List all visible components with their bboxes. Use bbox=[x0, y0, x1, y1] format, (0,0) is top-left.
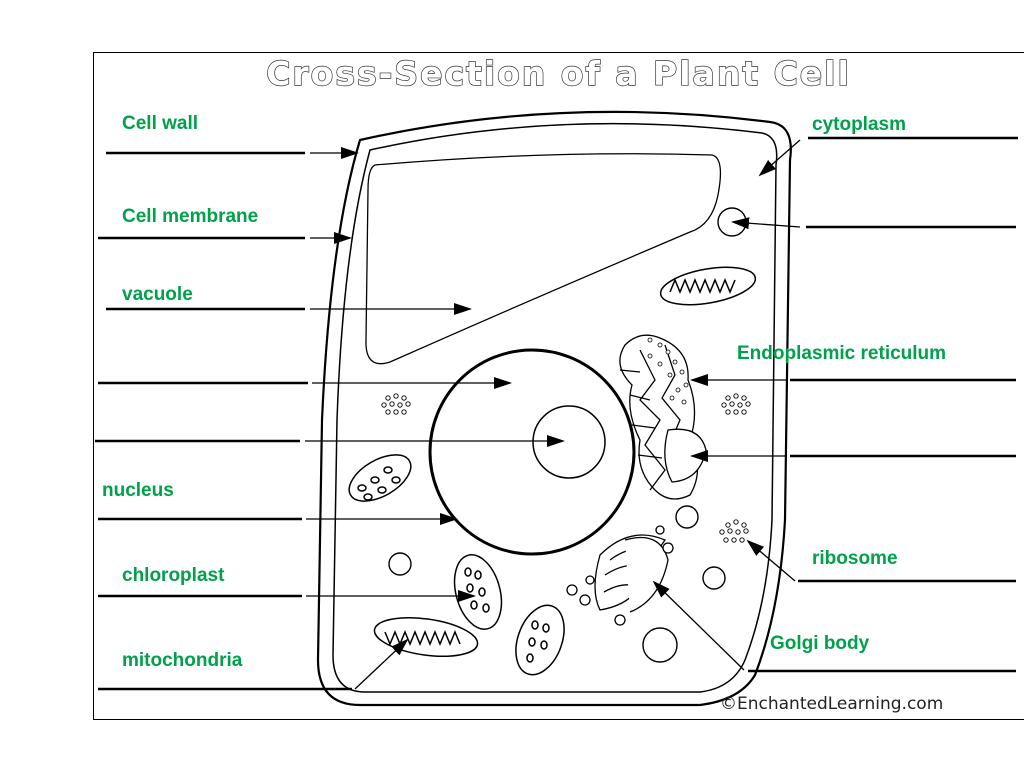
chloroplast-shape bbox=[453, 554, 503, 630]
vacuole-shape bbox=[365, 153, 722, 365]
golgi-body-shape bbox=[566, 525, 674, 626]
cell-wall-outline bbox=[316, 110, 792, 707]
vesicle-shapes bbox=[388, 207, 747, 663]
label-cytoplasm: cytoplasm bbox=[812, 114, 906, 135]
chloroplast-shape bbox=[348, 454, 412, 502]
diagram-title-wrap: Cross-Section of a Plant Cell bbox=[93, 53, 1024, 93]
label-endoplasmic-reticulum: Endoplasmic reticulum bbox=[737, 343, 947, 364]
endoplasmic-reticulum-shape bbox=[619, 334, 707, 500]
label-cell-wall: Cell wall bbox=[122, 113, 199, 134]
label-mitochondria: mitochondria bbox=[122, 650, 243, 671]
ribosome-cluster bbox=[721, 393, 751, 415]
cell-membrane-outline bbox=[332, 122, 778, 693]
er-ribosome-dots bbox=[647, 337, 689, 405]
label-cell-membrane: Cell membrane bbox=[122, 206, 259, 227]
chloroplast-shape bbox=[515, 604, 565, 676]
nucleolus-shape bbox=[532, 405, 606, 479]
answer-lines-left bbox=[95, 151, 352, 691]
label-ribosome: ribosome bbox=[812, 548, 898, 569]
copyright-notice: ©EnchantedLearning.com bbox=[720, 694, 944, 714]
ribosome-cluster bbox=[381, 393, 411, 415]
label-golgi-body: Golgi body bbox=[770, 633, 870, 654]
leader-arrows bbox=[305, 139, 801, 690]
mitochondrion-shape bbox=[659, 266, 757, 306]
answer-lines-right bbox=[748, 136, 1018, 673]
label-nucleus: nucleus bbox=[102, 480, 174, 501]
label-vacuole: vacuole bbox=[122, 284, 193, 305]
nucleus-shape bbox=[428, 348, 636, 556]
label-chloroplast: chloroplast bbox=[122, 565, 225, 586]
diagram-title: Cross-Section of a Plant Cell bbox=[265, 53, 851, 93]
mitochondrion-shape bbox=[373, 617, 479, 657]
ribosome-cluster bbox=[719, 519, 749, 543]
